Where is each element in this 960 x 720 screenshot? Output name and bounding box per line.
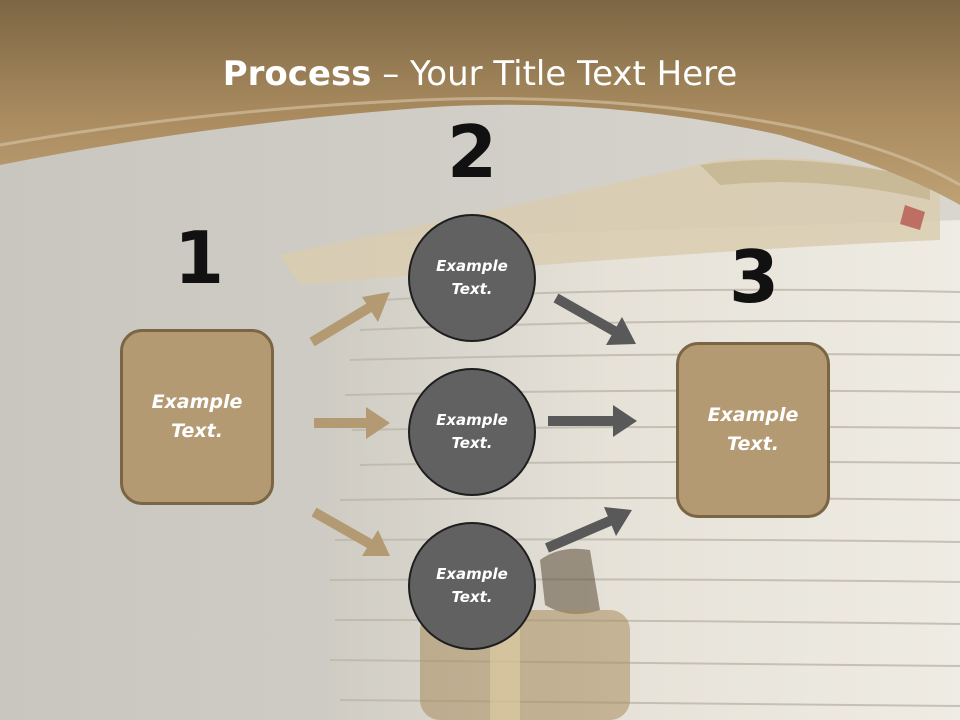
step-1-box[interactable]: Example Text. [120, 329, 274, 505]
slide-title: Process – Your Title Text Here [0, 52, 960, 96]
step-number-2: 2 [446, 110, 498, 194]
circle-middle-text: Example Text. [436, 411, 508, 452]
circle-bottom[interactable]: Example Text. [408, 522, 536, 650]
step-number-3: 3 [728, 235, 780, 319]
circle-bottom-text: Example Text. [436, 565, 508, 606]
title-bold: Process [222, 54, 372, 94]
title-rest: – Your Title Text Here [371, 54, 738, 94]
circle-middle[interactable]: Example Text. [408, 368, 536, 496]
step-3-text: Example Text. [707, 404, 799, 455]
circle-top-text: Example Text. [436, 257, 508, 298]
step-1-text: Example Text. [151, 391, 243, 442]
step-3-box[interactable]: Example Text. [676, 342, 830, 518]
step-number-1: 1 [173, 216, 225, 300]
circle-top[interactable]: Example Text. [408, 214, 536, 342]
